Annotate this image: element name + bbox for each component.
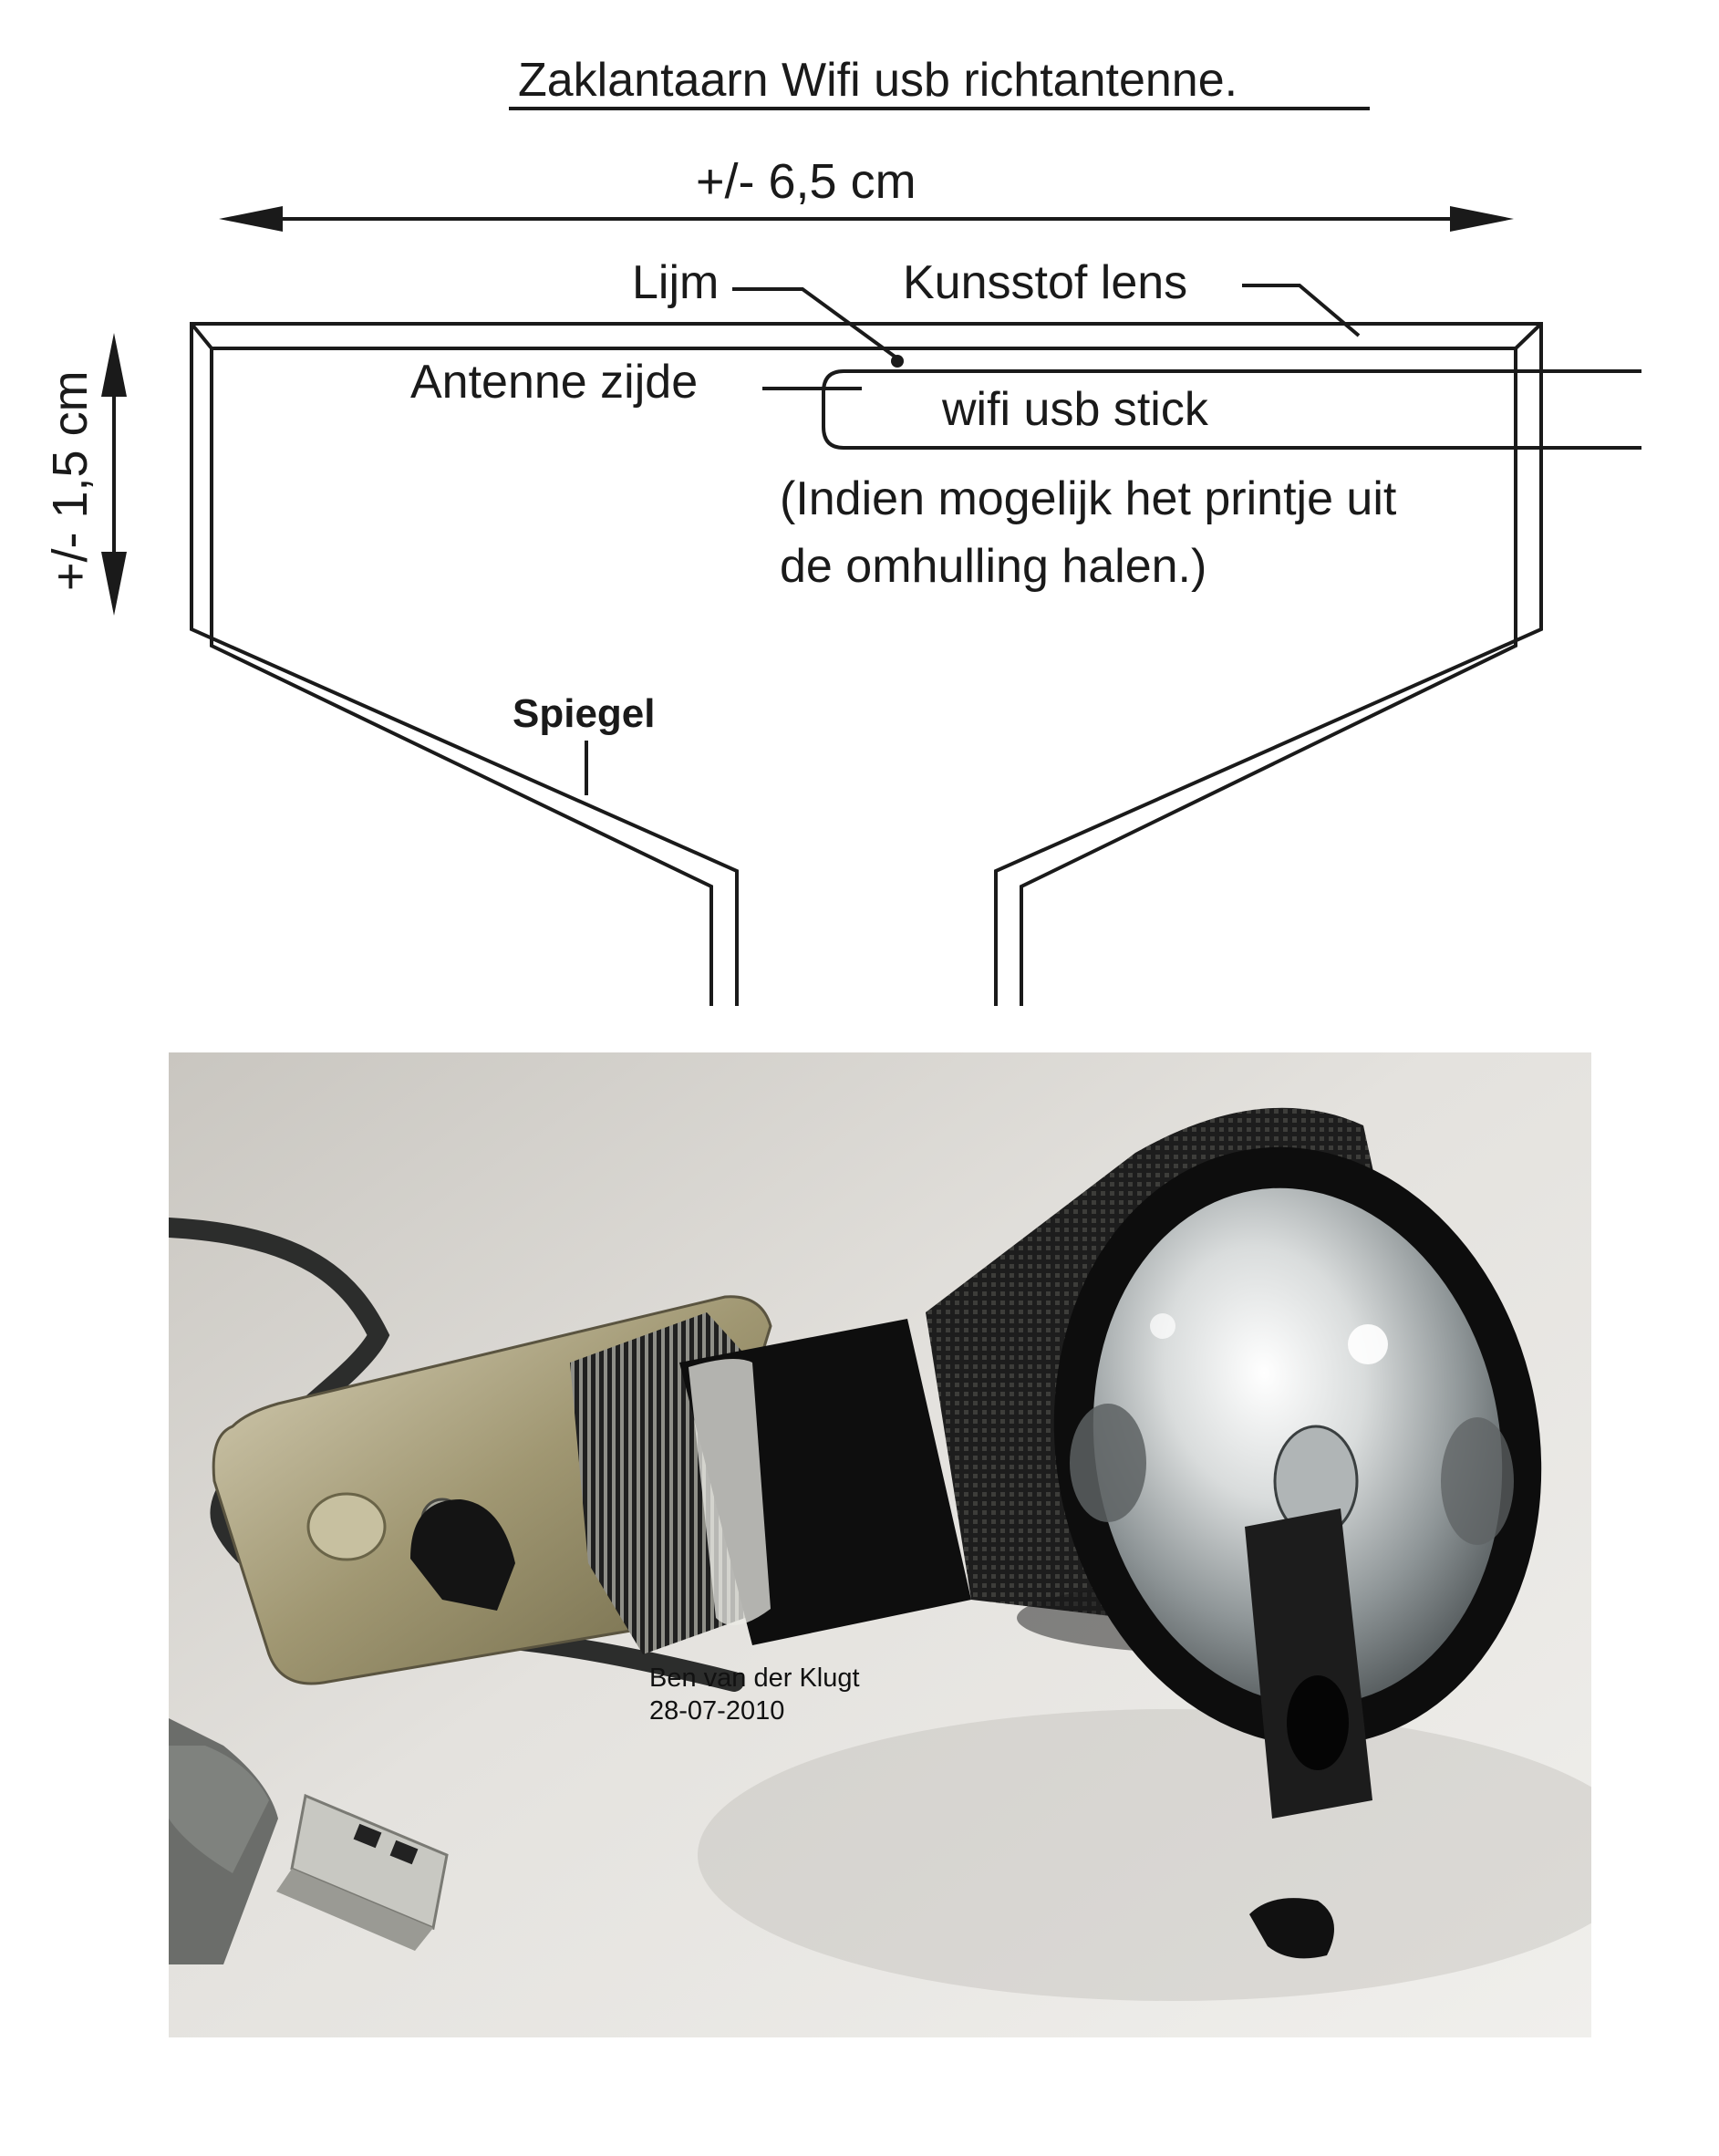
- mirror-inner-wall: [210, 347, 1517, 1006]
- plastic-lens-label: Kunsstof lens: [903, 256, 1187, 309]
- diagram-title: Zaklantaarn Wifi usb richtantenne.: [518, 54, 1237, 107]
- photo-date: 28-07-2010: [649, 1696, 785, 1726]
- height-dimension-label: +/- 1,5 cm: [43, 370, 98, 591]
- flashlight-photo: Ben van der Klugt 28-07-2010: [169, 1052, 1591, 2037]
- glue-point: [891, 355, 904, 368]
- photo-author: Ben van der Klugt: [649, 1664, 860, 1693]
- photo-credit: Ben van der Klugt 28-07-2010: [649, 1662, 860, 1727]
- width-dimension-label: +/- 6,5 cm: [696, 154, 916, 209]
- mirror-label: Spiegel: [513, 691, 656, 736]
- usb-stick-outline: [822, 369, 1641, 450]
- plastic-lens-leader-line: [1242, 284, 1361, 337]
- note-line-2: de omhulling halen.): [780, 540, 1206, 593]
- glue-leader-line: [732, 287, 899, 360]
- height-dimension-arrow: [101, 333, 127, 616]
- glue-label: Lijm: [632, 256, 719, 309]
- antenna-side-label: Antenne zijde: [410, 356, 698, 409]
- housing-outer-wall: [190, 322, 1543, 1006]
- note-line-1: (Indien mogelijk het printje uit: [780, 472, 1397, 525]
- antenna-diagram: Zaklantaarn Wifi usb richtantenne. +/- 6…: [43, 54, 1641, 1006]
- usb-stick-label: wifi usb stick: [941, 383, 1209, 436]
- flashlight-photo-illustration: [169, 1052, 1591, 2037]
- width-dimension-arrow: [219, 206, 1514, 232]
